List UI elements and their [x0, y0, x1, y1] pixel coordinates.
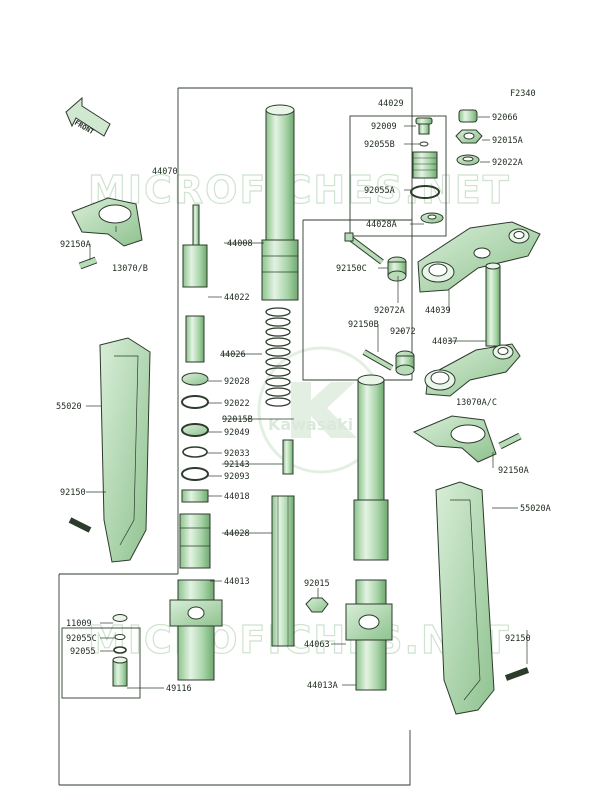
washer-11009 — [112, 614, 128, 622]
part-labels: 44029 92009 92055B 92055A 44028A 92066 9… — [56, 99, 551, 694]
label-92033: 92033 — [224, 449, 250, 459]
label-92150-right: 92150 — [505, 634, 531, 644]
label-44008: 44008 — [227, 239, 253, 249]
label-44013: 44013 — [224, 577, 250, 587]
label-92009: 92009 — [371, 122, 397, 132]
label-44022: 44022 — [224, 293, 250, 303]
label-92055A: 92055A — [364, 186, 395, 196]
label-92072A: 92072A — [374, 306, 405, 316]
outer-tube-44013 — [169, 579, 223, 681]
cap-92066 — [458, 109, 478, 123]
label-92049: 92049 — [224, 428, 250, 438]
label-92015B: 92015B — [222, 415, 253, 425]
washer-92022A — [456, 154, 480, 166]
label-92143: 92143 — [224, 460, 250, 470]
oring-92055C — [114, 634, 126, 640]
assembly-frame — [58, 87, 447, 786]
seal-92049 — [181, 423, 209, 437]
label-44029: 44029 — [378, 99, 404, 109]
fork-tube-44008 — [261, 104, 299, 301]
oring-92055A — [410, 185, 440, 199]
upper-bracket-44039 — [417, 221, 541, 293]
label-92055: 92055 — [70, 647, 96, 657]
rod-44022 — [182, 204, 208, 363]
label-92055C: 92055C — [66, 634, 97, 644]
label-92150A-right: 92150A — [498, 466, 529, 476]
spacer-92143 — [282, 439, 294, 475]
front-arrow-icon: FRONT — [65, 96, 111, 137]
label-44063: 44063 — [304, 640, 330, 650]
collar-92072 — [395, 350, 415, 376]
label-44028: 44028 — [224, 529, 250, 539]
clip-92033 — [182, 446, 208, 458]
washer-92015A — [455, 129, 483, 144]
label-44026: 44026 — [220, 350, 246, 360]
clamp-13070B — [71, 197, 143, 270]
label-55020A: 55020A — [520, 504, 551, 514]
label-55020: 55020 — [56, 402, 82, 412]
bolt-92150-right — [504, 667, 530, 681]
label-92015: 92015 — [304, 579, 330, 589]
label-92093: 92093 — [224, 472, 250, 482]
label-92028: 92028 — [224, 377, 250, 387]
label-92022: 92022 — [224, 399, 250, 409]
label-44039: 44039 — [425, 306, 451, 316]
label-44018: 44018 — [224, 492, 250, 502]
leader-lines — [86, 116, 528, 689]
label-44070: 44070 — [152, 167, 178, 177]
bolt-92009 — [415, 117, 433, 135]
bushing-stack — [179, 513, 211, 569]
label-92066: 92066 — [492, 113, 518, 123]
label-11009: 11009 — [66, 619, 92, 629]
watermark-bottom: MICROFICHES.NET — [88, 618, 511, 662]
oring-92055 — [113, 646, 127, 654]
inner-tube-44013A — [353, 374, 389, 691]
figure-id: F2340 — [510, 89, 536, 99]
clamp-13070AC — [412, 415, 522, 463]
stem-44037 — [424, 262, 521, 397]
bolt-92150C — [344, 232, 384, 265]
nut-92015 — [305, 597, 329, 613]
piston-44028 — [271, 495, 295, 647]
guard-55020A — [435, 481, 495, 715]
label-13070B: 13070/B — [112, 264, 148, 274]
ring-92028 — [181, 372, 209, 386]
bolt-92150-left — [68, 517, 92, 533]
label-49116: 49116 — [166, 684, 192, 694]
label-92072: 92072 — [390, 327, 416, 337]
label-44028A: 44028A — [366, 220, 397, 230]
spring-44026 — [265, 307, 291, 407]
nut-44028A — [420, 212, 444, 224]
collar-92072A — [387, 256, 407, 282]
label-13070AC: 13070A/C — [456, 398, 497, 408]
guard-55020 — [99, 337, 151, 563]
cap-bolt — [412, 151, 438, 179]
label-92150C: 92150C — [336, 264, 367, 274]
label-92055B: 92055B — [364, 140, 395, 150]
bolt-92150B — [362, 349, 394, 371]
label-44013A: 44013A — [307, 681, 338, 691]
oring-92055B — [419, 141, 429, 147]
valve-49116 — [112, 656, 128, 687]
label-92150B: 92150B — [348, 320, 379, 330]
label-92150A-left: 92150A — [60, 240, 91, 250]
label-92150-left: 92150 — [60, 488, 86, 498]
label-92015A: 92015A — [492, 136, 523, 146]
bushing-44018 — [181, 489, 209, 503]
clamp-44063 — [345, 603, 393, 641]
kawasaki-logo-text: Kawasaki — [268, 415, 353, 434]
label-44037: 44037 — [432, 337, 458, 347]
label-92022A: 92022A — [492, 158, 523, 168]
seal-92093 — [181, 467, 209, 481]
washer-92022 — [181, 395, 209, 409]
